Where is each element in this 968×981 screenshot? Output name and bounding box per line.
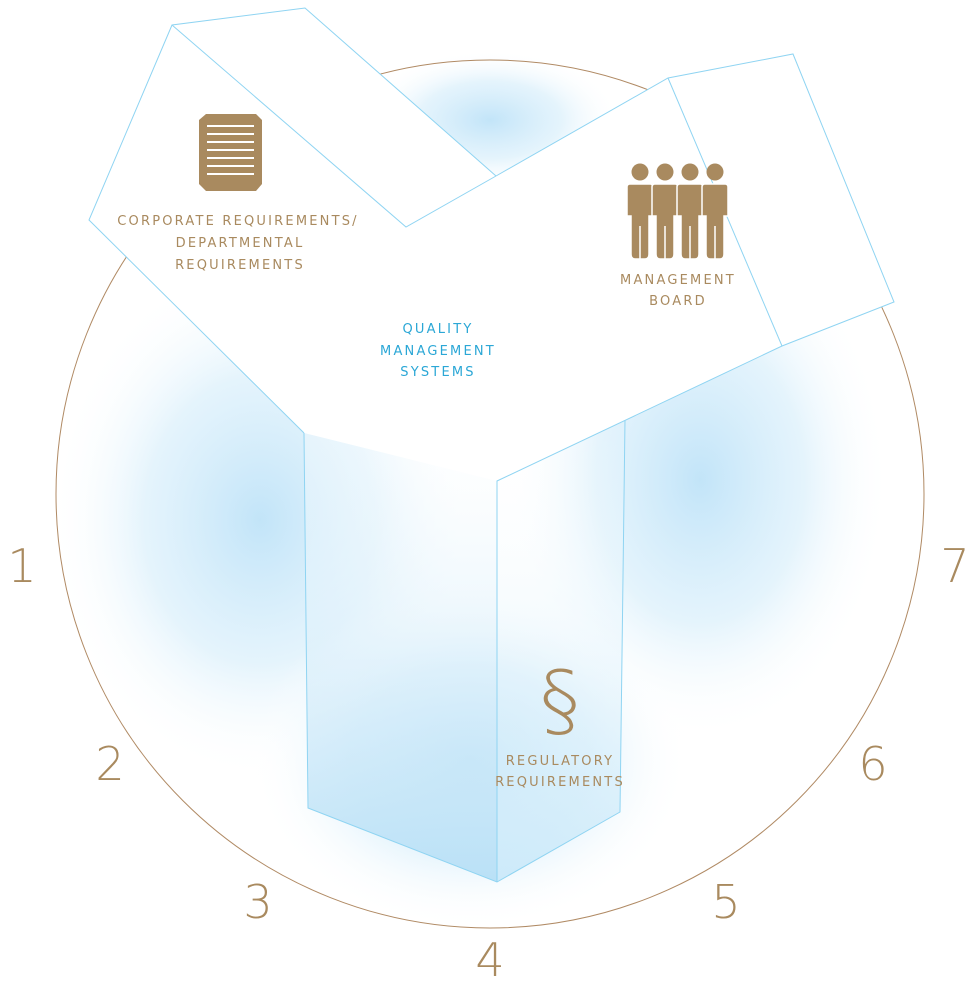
person-figure (701, 163, 729, 260)
ring-number-7: 7 (940, 539, 968, 593)
stem-left-face (304, 433, 497, 882)
y-top-face (89, 25, 782, 481)
corporate-label-line2: DEPARTMENTAL (176, 236, 305, 251)
corporate-label-line1: CORPORATE REQUIREMENTS/ (117, 214, 359, 229)
center-label-line1: QUALITY (403, 322, 474, 337)
ring-number-5: 5 (711, 875, 740, 929)
management-label-line1: MANAGEMENT (620, 273, 736, 288)
edge-stem-left (303, 419, 626, 883)
ring-number-3: 3 (243, 875, 272, 929)
regulatory-label-line1: REGULATORY (506, 754, 615, 769)
people-group-icon (626, 163, 729, 260)
person-figure (651, 163, 679, 260)
center-label-line3: SYSTEMS (400, 365, 475, 380)
document-icon (199, 114, 262, 191)
management-label-line2: BOARD (649, 294, 707, 309)
center-label-line2: MANAGEMENT (380, 344, 496, 359)
arm-back-right (668, 54, 894, 346)
paragraph-section-icon: § (540, 654, 580, 747)
regulatory-label-line2: REQUIREMENTS (495, 775, 625, 790)
ring-number-2: 2 (95, 737, 124, 791)
arm-back-left (172, 8, 496, 227)
corporate-label-line3: REQUIREMENTS (175, 258, 305, 273)
ring-number-6: 6 (858, 737, 887, 791)
y-shape (88, 7, 895, 883)
ring-number-4: 4 (475, 933, 504, 981)
stem-right-face (497, 420, 625, 882)
outer-ring (55, 59, 925, 929)
ring-number-1: 1 (7, 539, 36, 593)
edge-left-inner (171, 24, 497, 228)
